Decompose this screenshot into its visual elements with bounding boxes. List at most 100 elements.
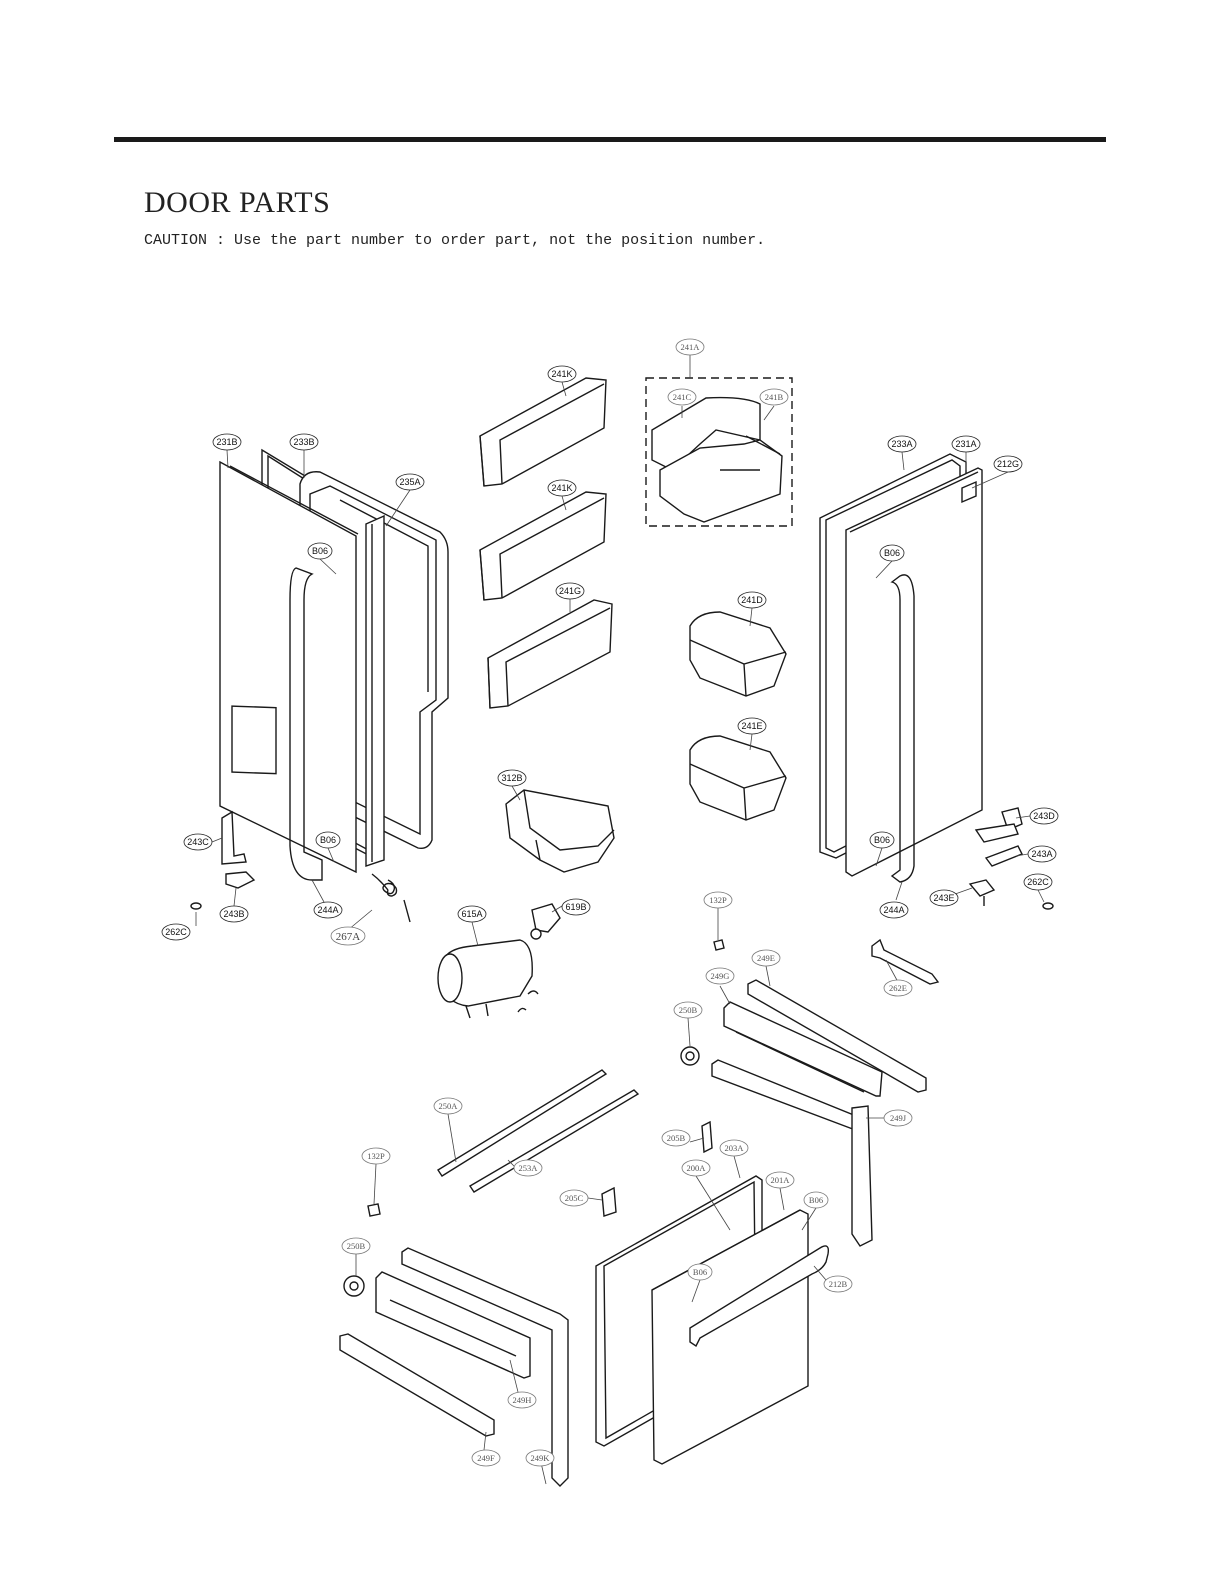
callout-231B: 231B (212, 433, 242, 451)
callout-250B-lower: 250B (341, 1237, 371, 1255)
callout-249J: 249J (883, 1109, 913, 1127)
svg-text:250B: 250B (679, 1005, 698, 1015)
gear-250B-lower (343, 1275, 365, 1297)
svg-text:B06: B06 (884, 548, 900, 558)
callout-205C: 205C (559, 1189, 589, 1207)
callout-243C: 243C (183, 833, 213, 851)
callout-233B: 233B (289, 433, 319, 451)
callout-231A: 231A (951, 435, 981, 453)
svg-text:212G: 212G (997, 459, 1019, 469)
bin-241E (689, 735, 787, 821)
bin-241A-group (645, 377, 793, 527)
svg-text:205B: 205B (667, 1133, 686, 1143)
callout-212G: 212G (993, 455, 1023, 473)
washer-262C-right (1042, 902, 1054, 910)
callout-262E: 262E (883, 979, 913, 997)
svg-text:241C: 241C (673, 392, 692, 402)
svg-text:B06: B06 (320, 835, 336, 845)
svg-text:212B: 212B (829, 1279, 848, 1289)
caution-note: CAUTION : Use the part number to order p… (144, 232, 766, 249)
bin-241K-top (479, 377, 607, 487)
callout-B06-drawer-top: B06 (803, 1191, 829, 1209)
svg-text:312B: 312B (501, 773, 522, 783)
svg-text:243D: 243D (1033, 811, 1055, 821)
svg-text:241G: 241G (559, 586, 581, 596)
svg-text:250B: 250B (347, 1241, 366, 1251)
callout-203A: 203A (719, 1139, 749, 1157)
dispenser-312B (505, 789, 615, 873)
clip-205C (601, 1186, 617, 1217)
callout-241K-top: 241K (547, 365, 577, 383)
hinge-243D (974, 807, 1023, 843)
svg-text:203A: 203A (725, 1143, 745, 1153)
svg-text:231B: 231B (216, 437, 237, 447)
left-door-panel (219, 460, 359, 881)
drawer-handle-212B (689, 1245, 830, 1348)
callout-241G: 241G (555, 582, 585, 600)
svg-text:244A: 244A (883, 905, 904, 915)
drawer-front-201A (651, 1209, 809, 1465)
rail-249F (339, 1333, 495, 1437)
bin-241G (487, 599, 613, 709)
svg-text:132P: 132P (367, 1151, 385, 1161)
svg-text:250A: 250A (439, 1101, 459, 1111)
rail-249G (723, 1001, 883, 1097)
svg-text:243A: 243A (1031, 849, 1052, 859)
callout-205B: 205B (661, 1129, 691, 1147)
callout-619B: 619B (561, 898, 591, 916)
leader-lines (195, 355, 1045, 1485)
callout-250B-upper: 250B (673, 1001, 703, 1019)
bracket-243C (221, 810, 247, 865)
svg-text:241A: 241A (681, 342, 701, 352)
svg-text:243B: 243B (223, 909, 244, 919)
svg-text:619B: 619B (565, 902, 586, 912)
clip-205B (701, 1120, 713, 1154)
callout-132P-lower: 132P (361, 1147, 391, 1165)
callout-243D: 243D (1029, 807, 1059, 825)
left-door-hinge-strip (365, 514, 385, 867)
callout-233A: 233A (887, 435, 917, 453)
svg-text:201A: 201A (771, 1175, 791, 1185)
svg-text:205C: 205C (565, 1193, 584, 1203)
callout-253A: 253A (513, 1159, 543, 1177)
svg-text:132P: 132P (709, 895, 727, 905)
callout-241K-middle: 241K (547, 479, 577, 497)
header-rule (114, 137, 1106, 142)
svg-text:262E: 262E (889, 983, 907, 993)
callout-B06-right-bottom: B06 (869, 831, 895, 849)
callout-B06-left-bottom: B06 (315, 831, 341, 849)
callout-241A: 241A (675, 338, 705, 356)
svg-text:253A: 253A (519, 1163, 539, 1173)
callout-312B: 312B (497, 769, 527, 787)
strip-253A (469, 1089, 640, 1193)
callout-200A: 200A (681, 1159, 711, 1177)
svg-text:262C: 262C (165, 927, 187, 937)
bin-241D (689, 611, 787, 697)
callout-241C: 241C (667, 388, 697, 406)
svg-text:249F: 249F (477, 1453, 495, 1463)
callout-212B: 212B (823, 1275, 853, 1293)
svg-text:B06: B06 (809, 1195, 823, 1205)
svg-text:243E: 243E (933, 893, 954, 903)
callout-615A: 615A (457, 905, 487, 923)
callout-262C-left: 262C (161, 923, 191, 941)
svg-text:233B: 233B (293, 437, 314, 447)
rail-249E (747, 979, 927, 1093)
page-title: DOOR PARTS (144, 186, 331, 219)
svg-text:241B: 241B (765, 392, 784, 402)
svg-text:262C: 262C (1027, 877, 1049, 887)
rail-249J (711, 1059, 873, 1247)
callout-243E: 243E (929, 889, 959, 907)
rail-249K (401, 1247, 569, 1487)
svg-text:B06: B06 (312, 546, 328, 556)
svg-text:233A: 233A (891, 439, 912, 449)
svg-text:231A: 231A (955, 439, 976, 449)
callout-267A: 267A (330, 926, 366, 946)
svg-text:241K: 241K (551, 369, 572, 379)
bracket-243B (225, 871, 256, 889)
callout-244A-right: 244A (879, 901, 909, 919)
callout-243A: 243A (1027, 845, 1057, 863)
valve-619B (530, 903, 561, 940)
rail-249H (375, 1271, 531, 1379)
wrench-262E (871, 938, 940, 985)
